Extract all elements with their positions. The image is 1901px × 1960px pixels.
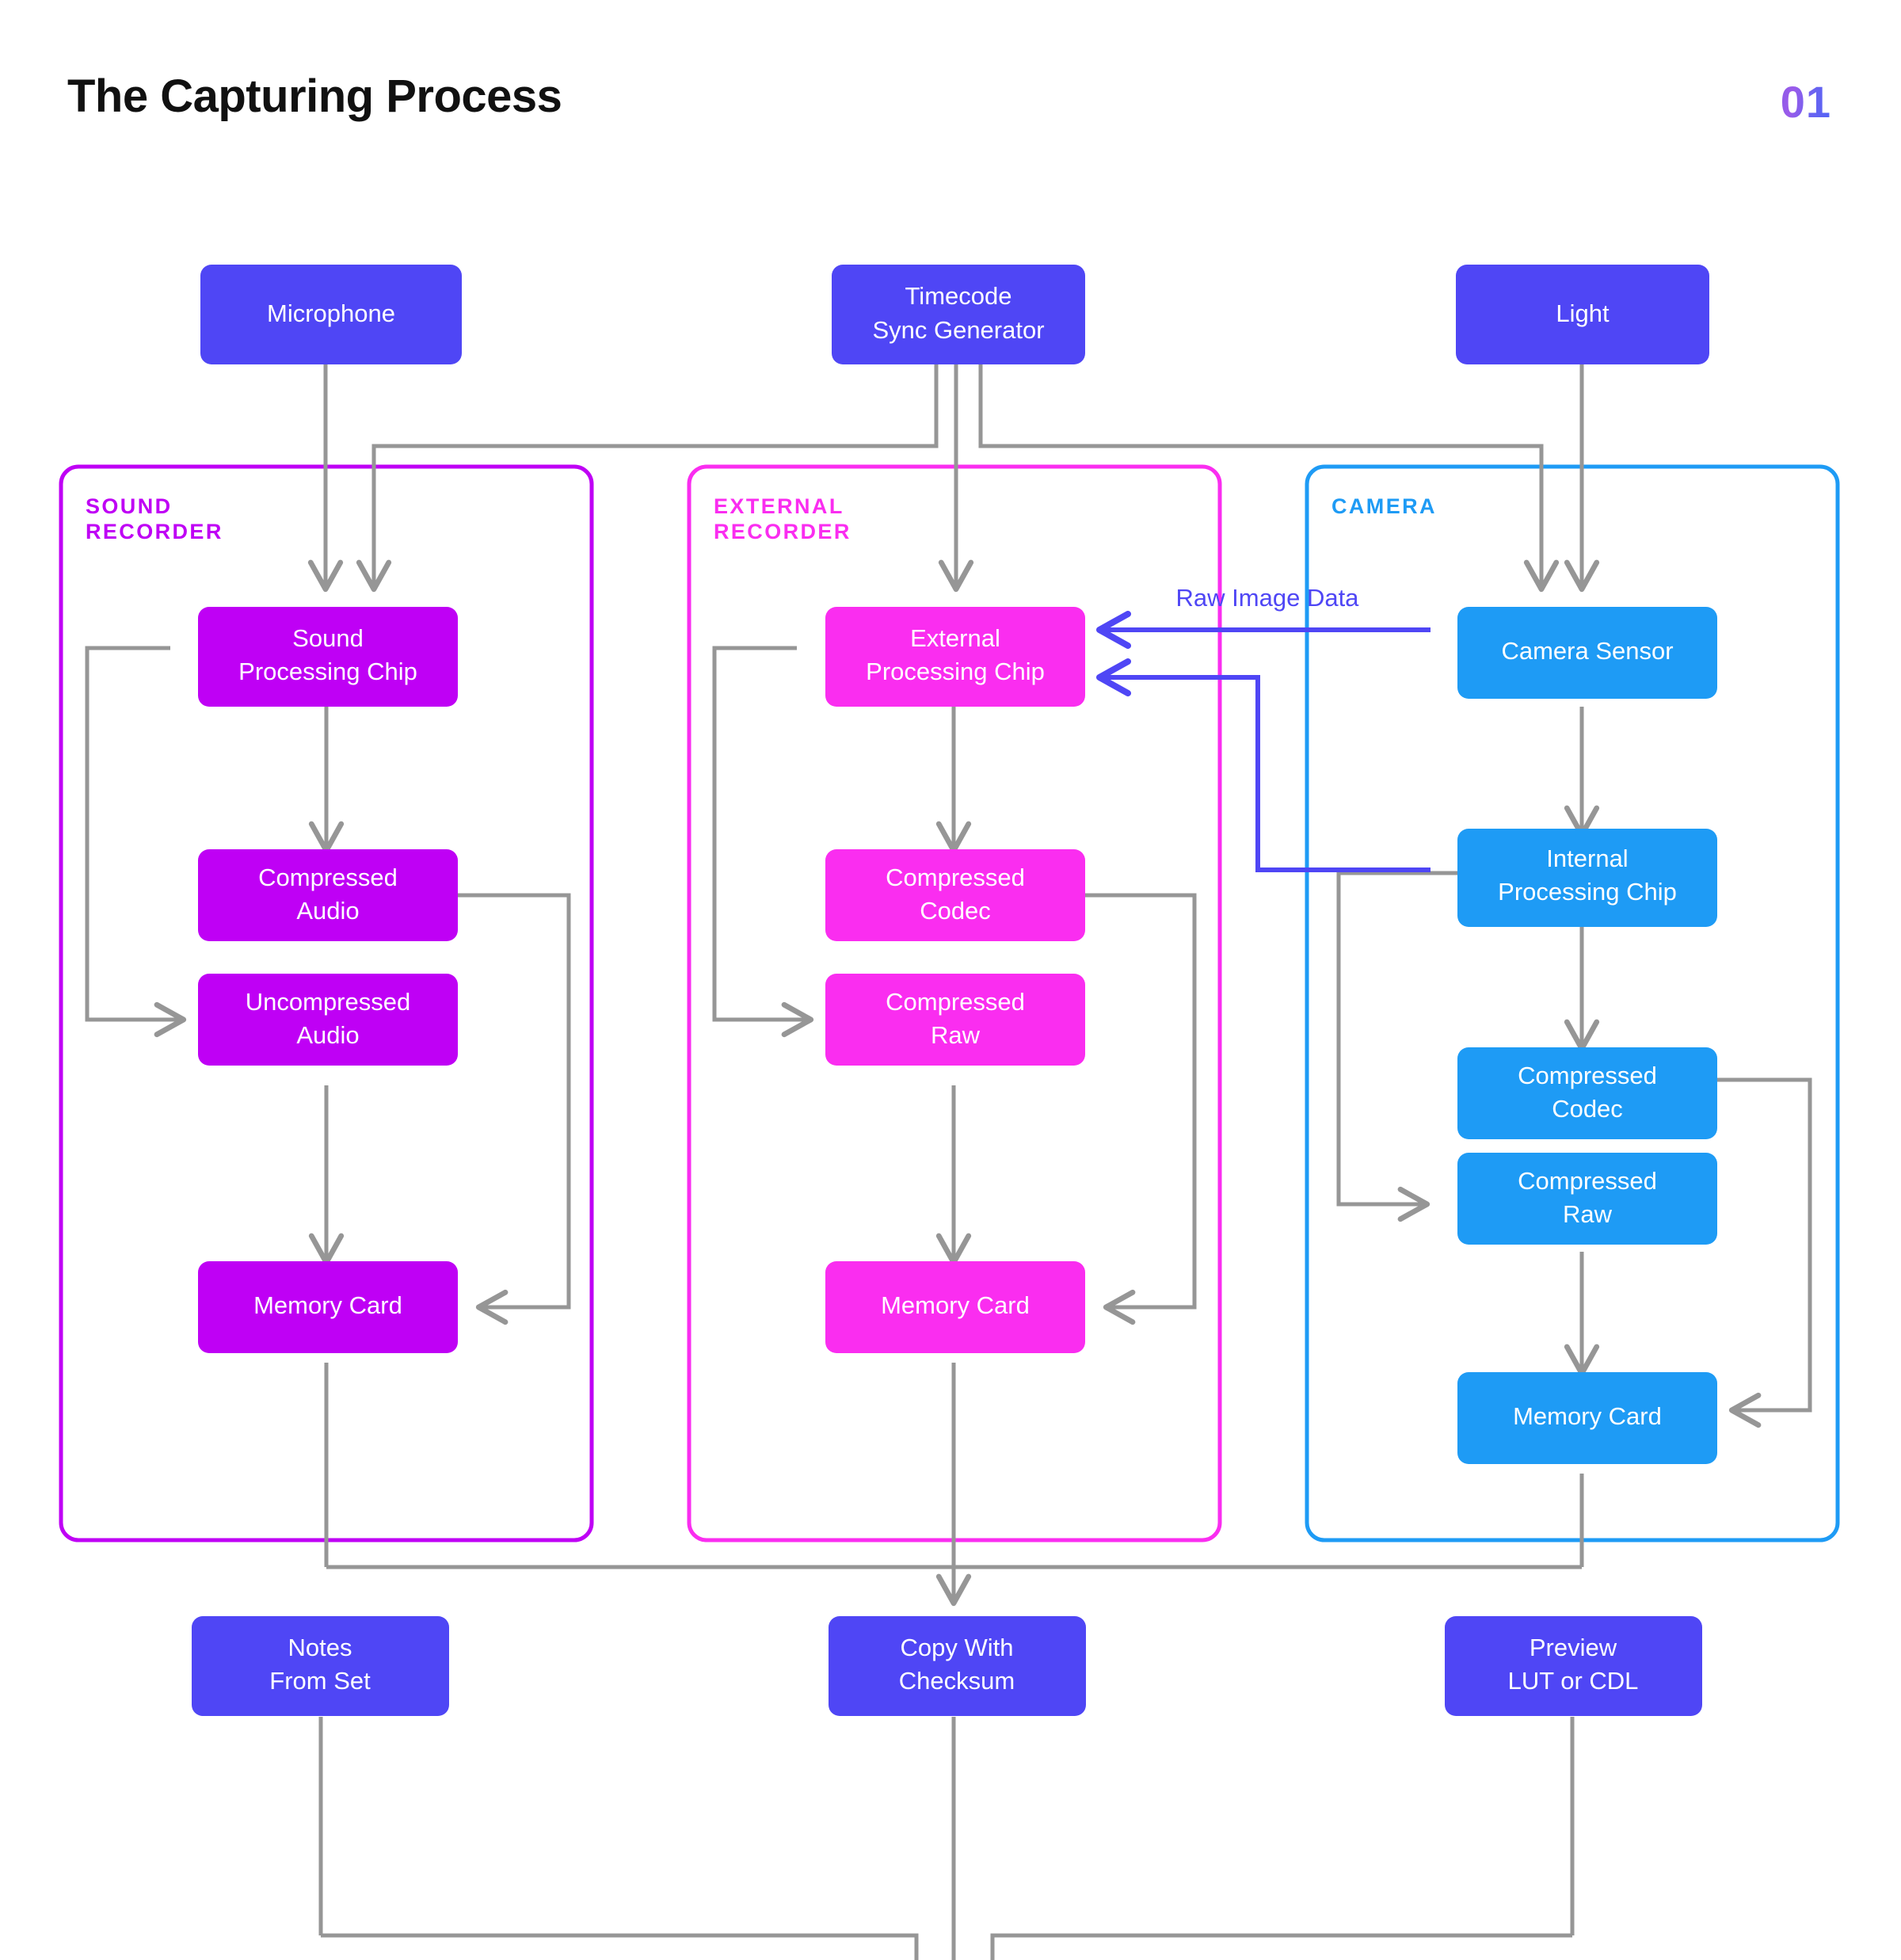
node-microphone[interactable]: Microphone bbox=[200, 265, 462, 364]
node-compressed-audio-label-2: Audio bbox=[296, 897, 359, 925]
node-sound-memory-card-label-1: Memory Card bbox=[253, 1291, 402, 1319]
node-camera-memory-card[interactable]: Memory Card bbox=[1457, 1372, 1717, 1464]
node-copy-label-1: Copy With bbox=[901, 1634, 1014, 1661]
node-preview-lut-or-cdl[interactable]: Preview LUT or CDL bbox=[1445, 1616, 1702, 1716]
group-label-external-line1: EXTERNAL bbox=[714, 494, 844, 518]
node-sound-memory-card[interactable]: Memory Card bbox=[198, 1261, 458, 1353]
node-camera-codec-label-1: Compressed bbox=[1518, 1062, 1657, 1089]
group-container-camera: CAMERA bbox=[1305, 464, 1840, 1542]
node-camera-raw-label-1: Compressed bbox=[1518, 1167, 1657, 1195]
group-label-camera-line1: CAMERA bbox=[1331, 494, 1437, 518]
node-sound-processing-chip[interactable]: Sound Processing Chip bbox=[198, 607, 458, 707]
node-timecode-sync-generator[interactable]: Timecode Sync Generator bbox=[832, 265, 1085, 364]
node-microphone-label-1: Microphone bbox=[267, 299, 395, 327]
edge-label-raw-image-data: Raw Image Data bbox=[1176, 584, 1360, 612]
node-external-memory-card[interactable]: Memory Card bbox=[825, 1261, 1085, 1353]
node-compressed-audio[interactable]: Compressed Audio bbox=[198, 849, 458, 941]
node-camera-codec-label-2: Codec bbox=[1552, 1095, 1623, 1123]
edge-timecode-to-sound-chip bbox=[356, 364, 939, 593]
group-label-sound-line1: SOUND bbox=[86, 494, 173, 518]
node-copy-with-checksum[interactable]: Copy With Checksum bbox=[829, 1616, 1086, 1716]
connector-layer bbox=[85, 364, 1812, 1960]
node-external-compressed-codec[interactable]: Compressed Codec bbox=[825, 849, 1085, 941]
page-title: The Capturing Process bbox=[67, 71, 562, 122]
node-preview-label-1: Preview bbox=[1530, 1634, 1617, 1661]
node-sound-chip-label-2: Processing Chip bbox=[238, 658, 417, 685]
edge-compressed-audio-to-memory-card bbox=[458, 893, 571, 1325]
node-external-codec-label-2: Codec bbox=[920, 897, 991, 925]
node-preview-label-2: LUT or CDL bbox=[1508, 1667, 1639, 1695]
edge-notes-to-center bbox=[321, 1933, 919, 1960]
node-notes-from-set[interactable]: Notes From Set bbox=[192, 1616, 449, 1716]
node-external-compressed-raw[interactable]: Compressed Raw bbox=[825, 974, 1085, 1066]
node-external-chip-label-2: Processing Chip bbox=[866, 658, 1045, 685]
edge-sound-chip-to-uncompressed-audio bbox=[85, 646, 187, 1038]
step-number-badge: 01 bbox=[1780, 77, 1831, 127]
node-camera-sensor-label-1: Camera Sensor bbox=[1501, 637, 1673, 665]
edge-preview-to-center bbox=[990, 1933, 1572, 1960]
node-notes-label-2: From Set bbox=[269, 1667, 371, 1695]
node-copy-label-2: Checksum bbox=[899, 1667, 1015, 1695]
edge-external-compressed-codec-to-memory-card bbox=[1085, 893, 1197, 1325]
edge-external-chip-to-compressed-raw bbox=[712, 646, 814, 1038]
node-external-chip-label-1: External bbox=[910, 624, 1000, 652]
edge-internal-chip-to-external-chip bbox=[1096, 658, 1431, 872]
node-compressed-audio-label-1: Compressed bbox=[258, 864, 398, 891]
node-uncompressed-audio-label-2: Audio bbox=[296, 1021, 359, 1049]
edge-camera-compressed-codec-to-memory-card bbox=[1712, 1077, 1812, 1428]
node-internal-processing-chip[interactable]: Internal Processing Chip bbox=[1457, 829, 1717, 927]
node-camera-raw-label-2: Raw bbox=[1563, 1200, 1613, 1228]
node-light[interactable]: Light bbox=[1456, 265, 1709, 364]
node-light-label-1: Light bbox=[1556, 299, 1610, 327]
node-internal-chip-label-1: Internal bbox=[1546, 845, 1628, 872]
node-camera-compressed-codec[interactable]: Compressed Codec bbox=[1457, 1047, 1717, 1139]
node-timecode-label-2: Sync Generator bbox=[872, 316, 1044, 344]
group-label-sound-line2: RECORDER bbox=[86, 520, 223, 543]
node-external-raw-label-1: Compressed bbox=[886, 988, 1025, 1016]
node-internal-chip-label-2: Processing Chip bbox=[1498, 878, 1677, 906]
node-uncompressed-audio[interactable]: Uncompressed Audio bbox=[198, 974, 458, 1066]
node-camera-compressed-raw[interactable]: Compressed Raw bbox=[1457, 1153, 1717, 1245]
node-timecode-label-1: Timecode bbox=[905, 282, 1012, 310]
node-sound-chip-label-1: Sound bbox=[292, 624, 364, 652]
node-uncompressed-audio-label-1: Uncompressed bbox=[246, 988, 410, 1016]
node-external-raw-label-2: Raw bbox=[931, 1021, 981, 1049]
edge-timecode-to-camera-sensor bbox=[978, 364, 1560, 593]
group-label-external-line2: RECORDER bbox=[714, 520, 851, 543]
node-notes-label-1: Notes bbox=[288, 1634, 352, 1661]
edge-internal-chip-to-compressed-raw bbox=[1336, 871, 1457, 1222]
raw-image-data-links bbox=[1096, 611, 1431, 872]
node-external-codec-label-1: Compressed bbox=[886, 864, 1025, 891]
node-external-memory-card-label-1: Memory Card bbox=[881, 1291, 1030, 1319]
node-external-processing-chip[interactable]: External Processing Chip bbox=[825, 607, 1085, 707]
node-camera-memory-card-label-1: Memory Card bbox=[1513, 1402, 1662, 1430]
node-camera-sensor[interactable]: Camera Sensor bbox=[1457, 607, 1717, 699]
